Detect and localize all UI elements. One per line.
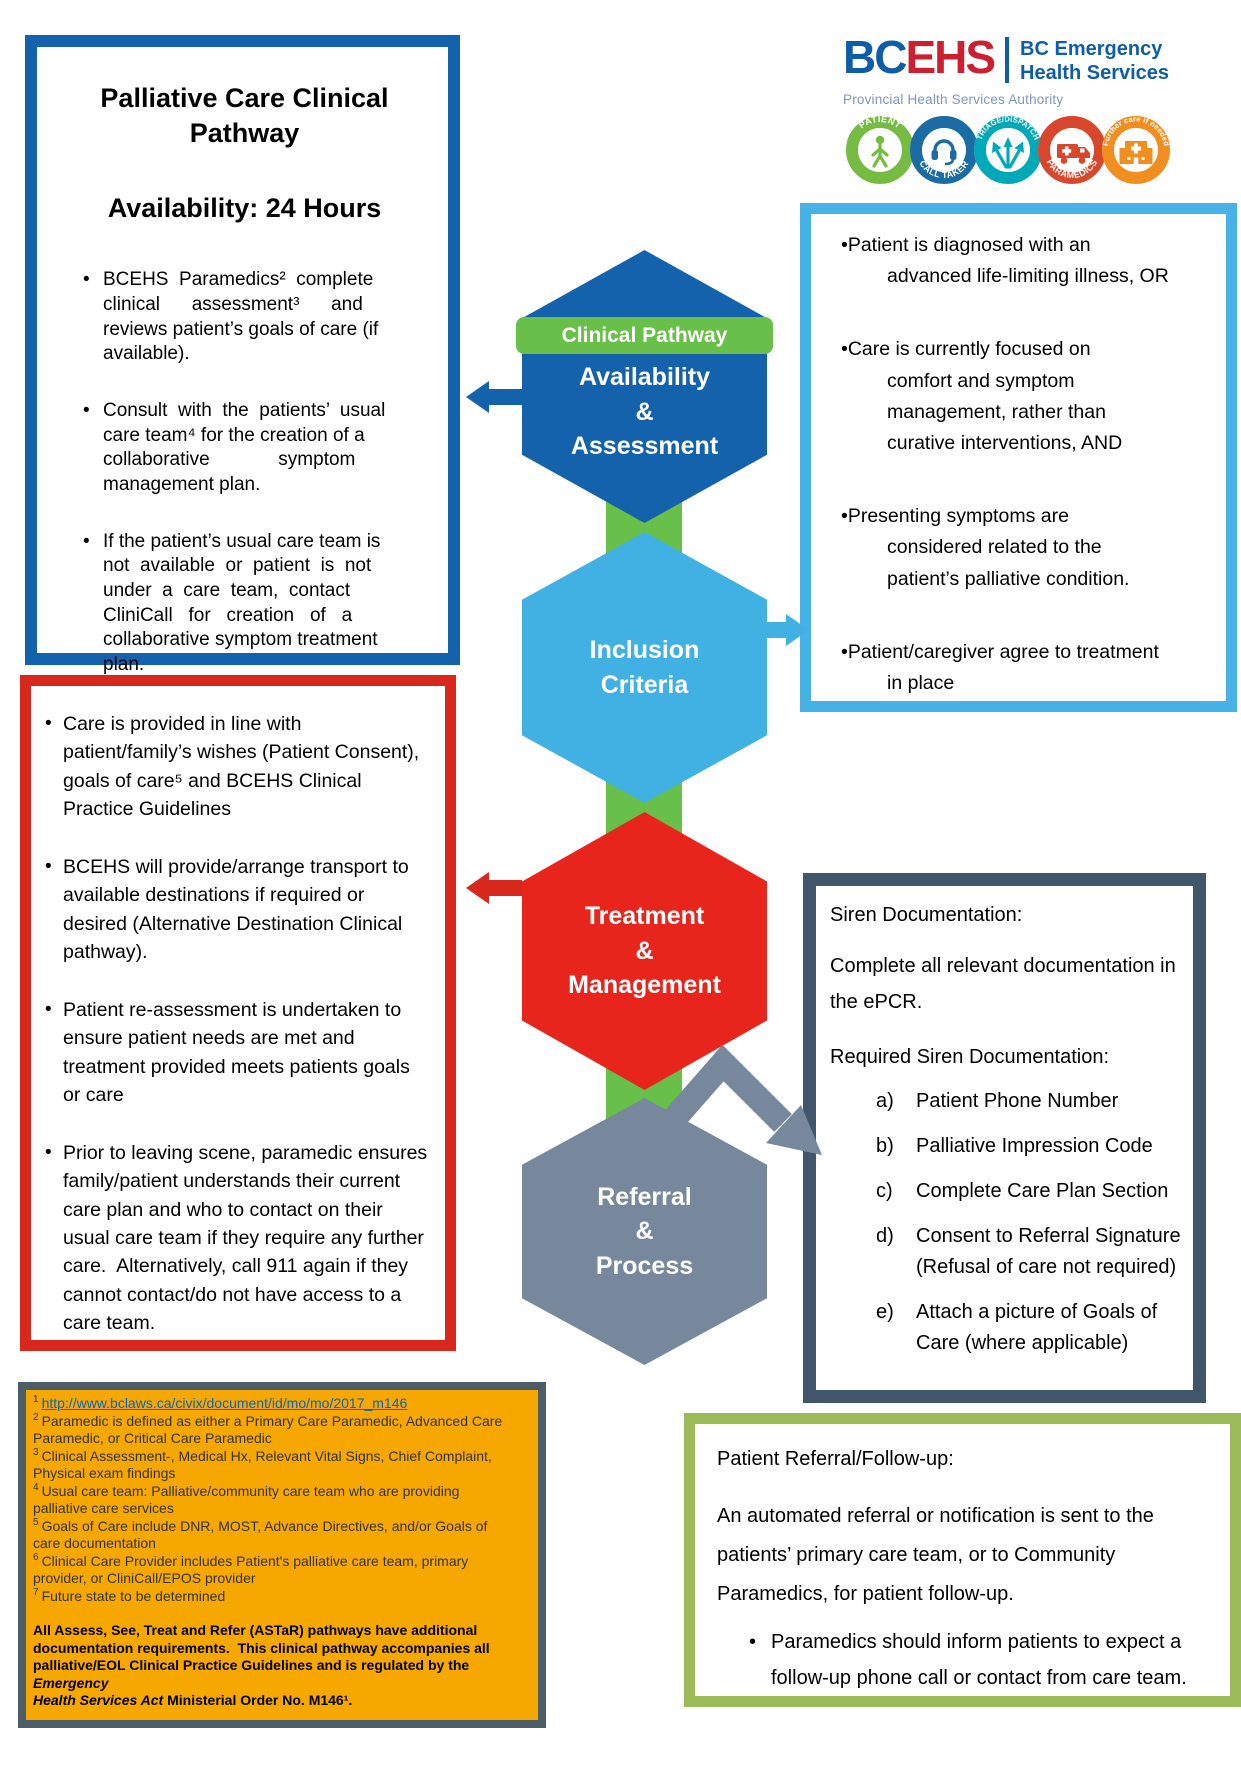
hexagon-label: Inclusion Criteria [589, 636, 700, 699]
list-item: d)Consent to Referral Signature (Refusal… [876, 1225, 1181, 1278]
service-chain-badges: PATIENT CALL TAKER [845, 115, 1171, 185]
bullet-item: Patient/caregiver agree to treatment in … [841, 637, 1220, 699]
bullet-item: •Consult with the patients’ usual care t… [83, 399, 430, 498]
list-item: b)Palliative Impression Code [876, 1135, 1153, 1157]
badge-patient: PATIENT [846, 115, 914, 184]
bullet-item: Patient is diagnosed with an advanced li… [841, 230, 1220, 292]
patient-icon [871, 135, 889, 168]
bullet-item: •If the patient’s usual care team is not… [83, 530, 430, 678]
bullet-marker: • [45, 999, 52, 1021]
bullet-marker: • [45, 856, 52, 878]
siren-documentation-box: Siren Documentation: Complete all releva… [803, 873, 1206, 1403]
referral-body: An automated referral or notification is… [717, 1505, 1154, 1605]
hexagon-label: Availability & Assessment [570, 363, 719, 460]
clinical-pathway-banner: Clinical Pathway [516, 317, 773, 354]
bullet-marker: • [83, 399, 90, 421]
page-title: Palliative Care Clinical Pathway [100, 83, 389, 149]
availability-assessment-box: Palliative Care Clinical Pathway Availab… [25, 35, 460, 675]
headset-icon [931, 139, 957, 166]
dispatch-arrows-icon [992, 137, 1024, 169]
authority-text: Provincial Health Services Authority [843, 92, 1064, 107]
tagline-line1: BC Emergency [1020, 38, 1163, 60]
bullet-marker: • [749, 1631, 757, 1653]
arrow-right-to-inclusion-box [752, 614, 809, 646]
availability-subtitle: Availability: 24 Hours [107, 193, 382, 224]
patient-referral-box: Patient Referral/Follow-up: An automated… [684, 1413, 1241, 1707]
hexagon-availability-assessment: Availability & Assessment [522, 250, 767, 523]
bullet-item: Presenting symptoms are considered relat… [841, 501, 1220, 595]
badge-triage-dispatch: TRIAGE/DISPATCH [974, 115, 1042, 184]
wordmark-bc: BC [843, 31, 907, 83]
list-item: a)Patient Phone Number [876, 1090, 1119, 1112]
logo-divider [1005, 37, 1010, 83]
bcehs-wordmark: BCEHS [843, 34, 996, 80]
hexagon-label: Treatment & Management [568, 902, 721, 1000]
hexagon-label: Referral & Process [595, 1182, 694, 1280]
bcehs-logo: BCEHS BC Emergency Health Services Provi… [843, 34, 1171, 185]
bullet-marker: • [83, 269, 90, 291]
bcehs-wordmark-row: BCEHS BC Emergency Health Services [843, 34, 1169, 85]
bullet-item: •BCEHS will provide/arrange transport to… [45, 853, 437, 966]
treatment-bullet-list: •Care is provided in line with patient/f… [45, 710, 437, 1337]
footnote-emphasis: All Assess, See, Treat and Refer (ASTaR)… [33, 1622, 490, 1708]
inclusion-criteria-box: Patient is diagnosed with an advanced li… [800, 203, 1237, 712]
siren-required-list: a)Patient Phone Number b)Palliative Impr… [876, 1086, 1187, 1359]
arrow-left-to-availability-box [466, 381, 522, 413]
badge-call-taker: CALL TAKER [910, 116, 978, 184]
wordmark-ehs: EHS [905, 31, 996, 83]
arrow-left-to-treatment-box [466, 872, 522, 904]
hospital-icon [1119, 141, 1153, 164]
bullet-marker: • [83, 530, 90, 552]
referral-heading: Patient Referral/Follow-up: [717, 1448, 954, 1470]
bullet-item: •Patient re-assessment is undertaken to … [45, 996, 437, 1109]
bclaws-link[interactable]: http://www.bclaws.ca/civix/document/id/m… [41, 1395, 408, 1411]
list-item: c)Complete Care Plan Section [876, 1180, 1169, 1202]
bullet-marker: • [45, 713, 52, 734]
bullet-item: Care is currently focused on comfort and… [841, 334, 1220, 459]
bullet-item: •BCEHS Paramedics² complete clinical ass… [83, 268, 430, 367]
siren-required-heading: Required Siren Documentation: [830, 1046, 1110, 1068]
ambulance-icon [1057, 144, 1090, 164]
availability-bullet-list: •BCEHS Paramedics² complete clinical ass… [57, 268, 432, 678]
siren-heading: Siren Documentation: [830, 904, 1023, 926]
badge-further-care: Further care if needed [1101, 115, 1171, 184]
bullet-marker: • [45, 1142, 52, 1164]
treatment-management-box: •Care is provided in line with patient/f… [20, 675, 456, 1351]
tagline-line2: Health Services [1020, 62, 1170, 84]
siren-intro: Complete all relevant documentation in t… [830, 955, 1176, 1013]
badge-paramedics: PARAMEDICS [1038, 116, 1106, 184]
arrow-zigzag-to-siren-box [643, 1044, 822, 1155]
inclusion-bullet-list: Patient is diagnosed with an advanced li… [841, 230, 1220, 699]
logo-tagline: BC Emergency Health Services [1020, 36, 1169, 85]
bullet-item: •Prior to leaving scene, paramedic ensur… [45, 1139, 437, 1337]
list-item: e)Attach a picture of Goals of Care (whe… [876, 1301, 1158, 1354]
hexagon-inclusion-criteria: Inclusion Criteria [522, 532, 767, 803]
bullet-item: •Paramedics should inform patients to ex… [749, 1624, 1222, 1696]
bullet-item: •Care is provided in line with patient/f… [45, 710, 437, 823]
